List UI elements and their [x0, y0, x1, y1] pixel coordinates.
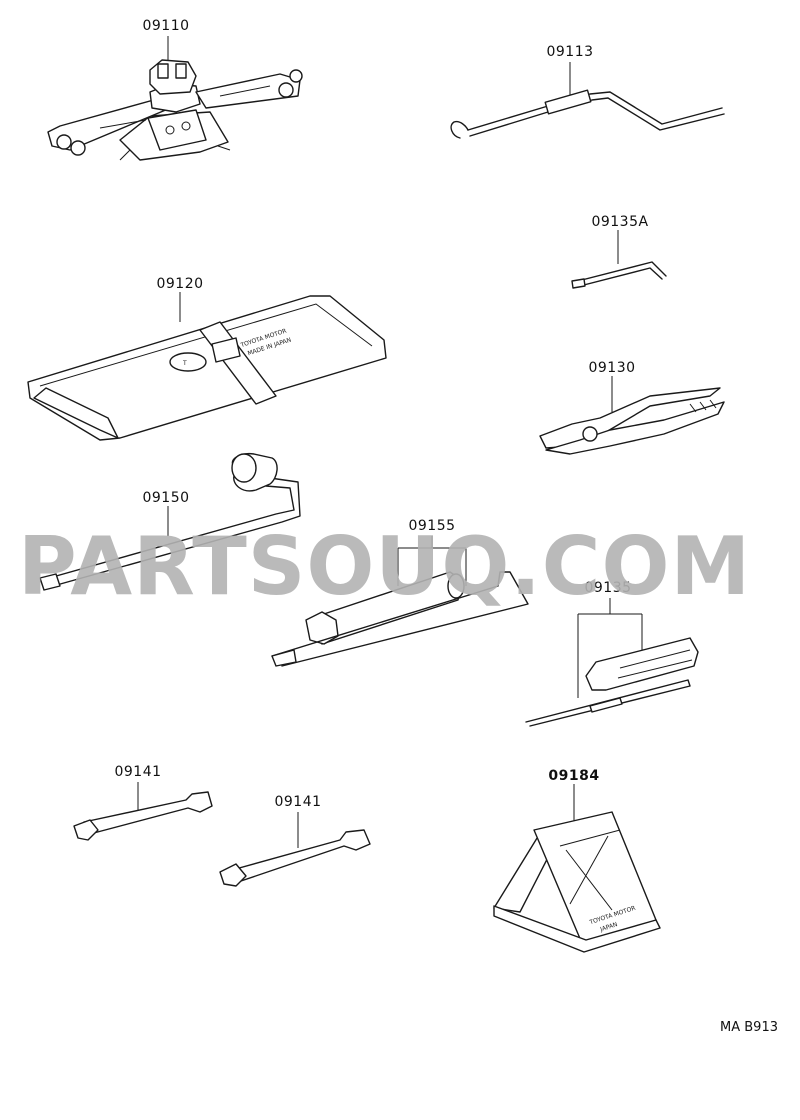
label-09184: 09184: [548, 768, 600, 784]
bent-rod-illustration: [571, 230, 667, 289]
scissor-jack-illustration: [47, 36, 303, 161]
label-09135a: 09135A: [591, 214, 649, 230]
label-09150: 09150: [142, 490, 190, 506]
wheel-wrench-illustration: [39, 452, 301, 591]
wrench-b-illustration: [219, 812, 371, 887]
label-09130: 09130: [588, 360, 636, 376]
label-09120: 09120: [156, 276, 204, 292]
wheel-chock-illustration: TOYOTA MOTOR JAPAN: [493, 784, 661, 953]
watermark-text: PARTSOUQ.COM: [18, 520, 752, 613]
label-09135: 09135: [584, 580, 632, 596]
tool-bag-illustration: T TOYOTA MOTOR MADE IN JAPAN: [27, 292, 387, 441]
screwdriver-illustration: [525, 598, 699, 727]
pliers-illustration: [539, 376, 725, 455]
label-09110: 09110: [142, 18, 190, 34]
wrench-a-illustration: [73, 782, 213, 841]
label-09113: 09113: [546, 44, 594, 60]
diagram-reference-code: MA B913: [720, 1020, 778, 1035]
spark-plug-wrench-illustration: [271, 536, 529, 667]
label-09141-a: 09141: [114, 764, 162, 780]
label-09155: 09155: [408, 518, 456, 534]
label-09141-b: 09141: [274, 794, 322, 810]
bag-badge-text: T: [182, 360, 187, 367]
jack-handle-illustration: [450, 62, 725, 139]
